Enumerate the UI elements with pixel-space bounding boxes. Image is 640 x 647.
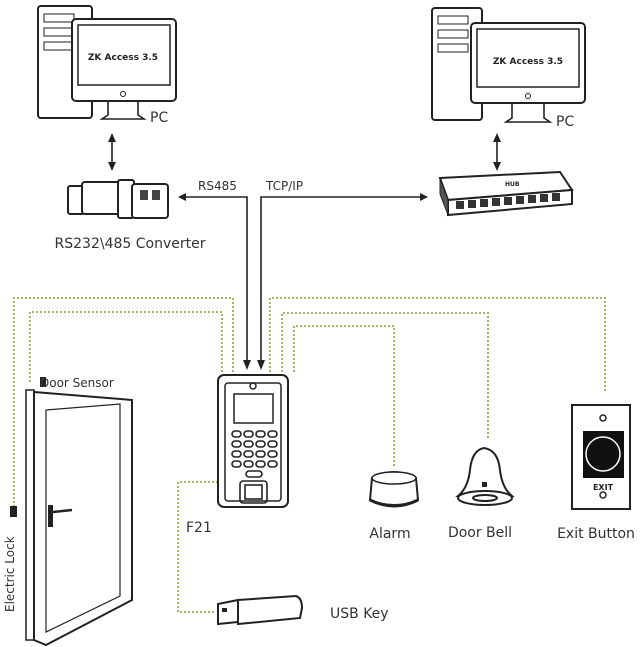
door-sensor-icon: [40, 377, 46, 387]
electric-lock-label: Electric Lock: [3, 536, 17, 612]
dotted-wires: [13, 297, 606, 613]
right-pc: ZK Access 3.5 PC: [431, 7, 586, 130]
door: Door Sensor Electric Lock: [3, 376, 133, 647]
screen-text: ZK Access 3.5: [88, 53, 158, 63]
door-bell: Door Bell: [448, 446, 515, 541]
converter-label: RS232\485 Converter: [55, 236, 206, 252]
exit-button-label: Exit Button: [557, 526, 635, 542]
hub-brand: HUB: [505, 181, 520, 188]
double-arrow: [108, 133, 116, 171]
usb-key-label: USB Key: [330, 606, 389, 622]
exit-button-device: EXIT Exit Button: [557, 404, 635, 542]
left-pc: ZK Access 3.5 PC: [37, 5, 177, 126]
tcpip-wire: [257, 193, 428, 370]
f21-device: F21: [186, 374, 289, 536]
exit-face-text: EXIT: [593, 483, 614, 492]
alarm: Alarm: [368, 471, 420, 542]
pc-label: PC: [150, 110, 168, 126]
tcpip-label: TCP/IP: [265, 179, 303, 193]
door-sensor-label: Door Sensor: [40, 376, 114, 390]
screen-text: ZK Access 3.5: [493, 57, 563, 67]
double-arrow: [493, 133, 501, 171]
door-bell-label: Door Bell: [448, 525, 512, 541]
usb-key: USB Key: [217, 594, 389, 626]
rs232-485-converter: RS232\485 Converter: [55, 179, 206, 252]
rs485-wire: [178, 193, 251, 370]
alarm-label: Alarm: [369, 526, 410, 542]
device-label: F21: [186, 520, 212, 536]
rs485-label: RS485: [198, 179, 237, 193]
pc-label: PC: [556, 114, 574, 130]
network-hub: HUB: [438, 170, 574, 217]
electric-lock-icon: [10, 506, 17, 517]
